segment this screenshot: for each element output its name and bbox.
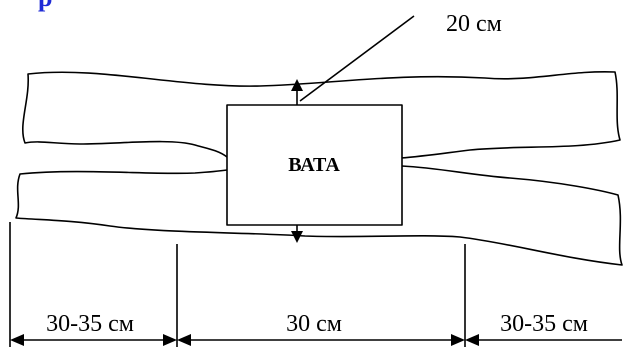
center-measure-label: 30 см — [286, 311, 342, 337]
dim-arrow-left-head-b — [163, 334, 177, 346]
title-text: р — [38, 0, 52, 12]
wool-box — [226, 104, 403, 226]
dim-arrow-left-head-a — [10, 334, 24, 346]
dim-arrow-right-head — [465, 334, 479, 346]
right-measure-label: 30-35 см — [500, 311, 588, 337]
top-measure-label: 20 см — [446, 11, 502, 37]
wool-box-label: ВАТА — [288, 154, 340, 176]
leader-line — [299, 15, 415, 102]
left-measure-label: 30-35 см — [46, 311, 134, 337]
dim-arrow-center-head-a — [177, 334, 191, 346]
top-arrow-up-head — [291, 79, 303, 91]
bottom-arrow-down-head — [291, 231, 303, 243]
dim-arrow-center-head-b — [451, 334, 465, 346]
